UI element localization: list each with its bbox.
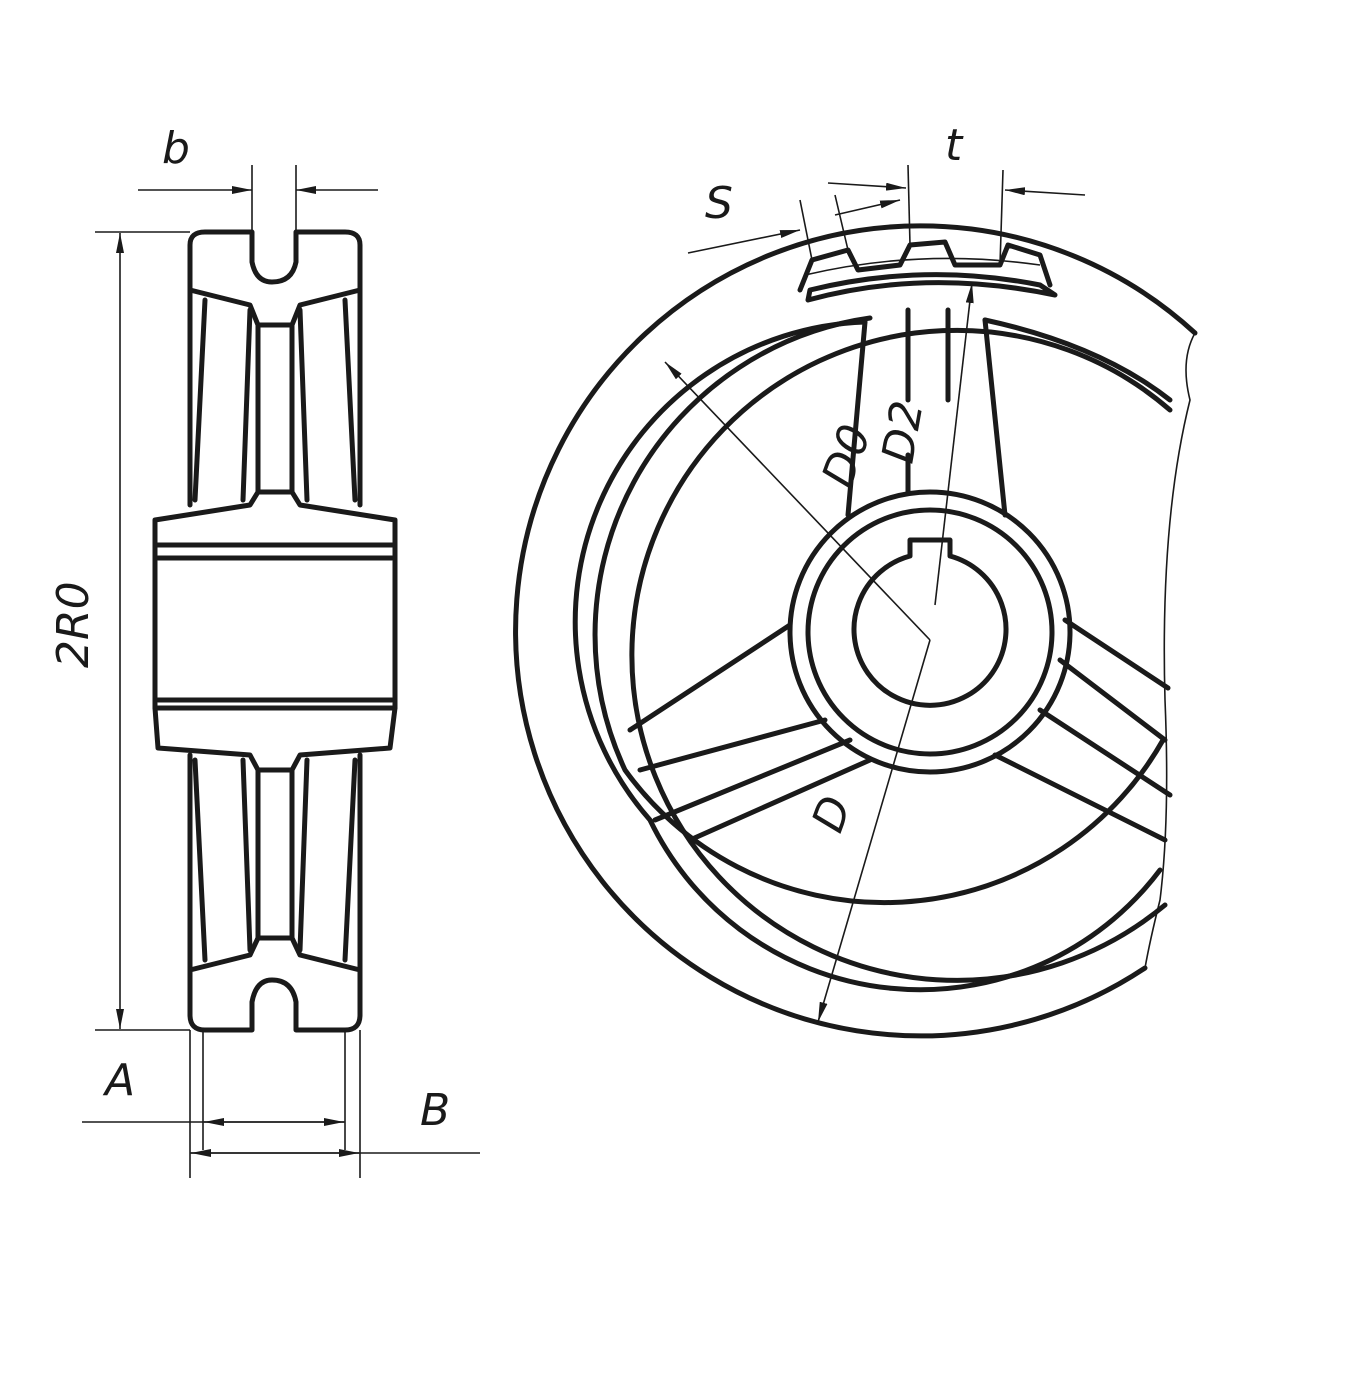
label-b-upper: B (420, 1085, 450, 1136)
bottom-rim-section (187, 935, 363, 1033)
hub-outer (787, 489, 1073, 775)
rim-top-section (805, 272, 1058, 303)
outer-rim-arc (513, 223, 1198, 1039)
upper-web (187, 287, 363, 508)
dimension-t (827, 164, 1086, 266)
label-2r0: 2R0 (48, 581, 99, 668)
front-view: S t D0 D2 D (513, 120, 1198, 1039)
label-d0: D0 (812, 418, 881, 494)
inner-rim-arc-1 (592, 315, 1166, 906)
rim-teeth (797, 239, 1053, 293)
upper-spoke (845, 307, 1008, 518)
side-section-view: b 2R0 A B (48, 123, 480, 1178)
bore-with-keyway (851, 537, 1009, 708)
dimension-d (817, 639, 931, 1023)
lower-left-spoke (627, 622, 873, 843)
inner-rim-arc-2 (572, 319, 1163, 993)
dimension-d0 (664, 361, 931, 641)
hub-bore (152, 542, 398, 711)
dimension-s (687, 194, 901, 261)
hub-inner (805, 507, 1055, 757)
right-spoke (992, 617, 1173, 843)
dimension-a (82, 1030, 346, 1150)
break-line (1144, 332, 1196, 969)
dimension-b (138, 165, 378, 232)
label-d: D (802, 789, 862, 838)
label-b: b (162, 123, 190, 174)
dimension-b-upper (189, 1030, 480, 1178)
label-d2: D2 (873, 397, 934, 467)
dimension-2r0 (95, 231, 190, 1031)
label-s: S (705, 178, 733, 229)
lower-web (187, 752, 363, 973)
label-a: A (102, 1055, 135, 1106)
dimension-d2 (934, 282, 974, 606)
label-t: t (945, 120, 964, 171)
top-rim-section (187, 229, 363, 328)
rim-groove-arc (629, 327, 1173, 983)
